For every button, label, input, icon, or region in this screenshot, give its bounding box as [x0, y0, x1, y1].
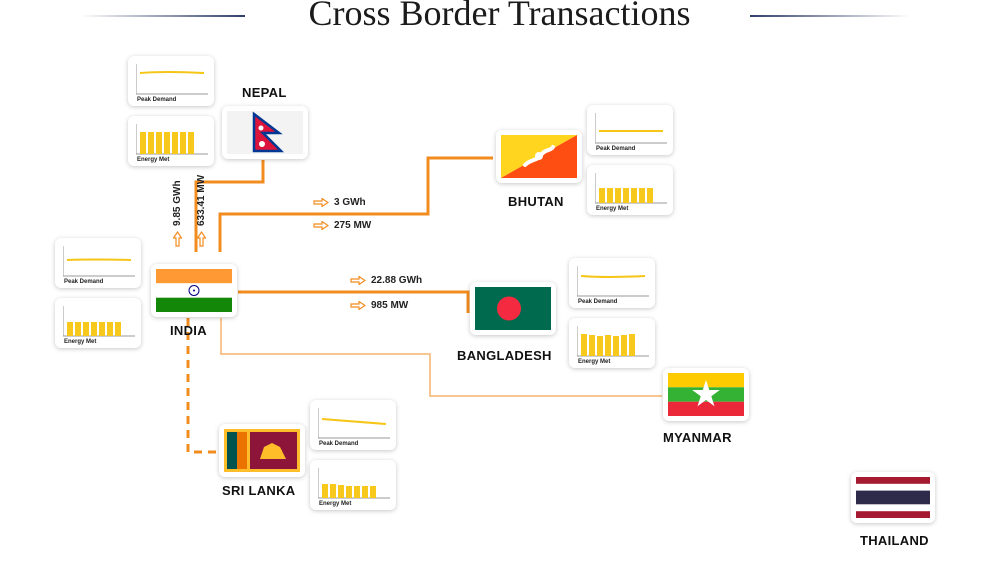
myanmar-flag-card[interactable] — [663, 368, 749, 421]
india-flag-icon — [156, 269, 232, 312]
country-label-bangladesh: BANGLADESH — [457, 348, 552, 363]
nepal-power-flow: 633.41 MW — [196, 175, 207, 247]
arrow-right-icon — [350, 276, 366, 285]
thailand-flag-icon — [856, 477, 930, 518]
bangladesh-power-value: 985 MW — [371, 300, 409, 311]
nepal-peak-demand-label: Peak Demand — [137, 97, 177, 103]
arrow-right-icon — [350, 301, 366, 310]
bhutan-energy-met-chart — [595, 173, 667, 204]
india-peak-demand-card: Peak Demand — [55, 238, 141, 288]
bangladesh-energy-met-chart — [577, 326, 649, 357]
bhutan-flag-card[interactable] — [496, 130, 582, 183]
sri-lanka-energy-met-chart — [318, 468, 390, 499]
connector-sri-lanka — [186, 318, 218, 454]
india-energy-met-label: Energy Met — [64, 339, 97, 345]
india-energy-met-chart — [63, 306, 135, 337]
sri-lanka-energy-met-card: Energy Met — [310, 460, 396, 510]
sri-lanka-flag-icon — [224, 429, 300, 472]
nepal-flag-card[interactable] — [222, 106, 308, 159]
sri-lanka-peak-demand-chart — [318, 408, 390, 439]
bhutan-power-value: 275 MW — [334, 220, 372, 231]
nepal-energy-met-card: Energy Met — [128, 116, 214, 166]
bhutan-flag-icon — [501, 135, 577, 178]
nepal-power-value: 633.41 MW — [196, 174, 207, 226]
sri-lanka-energy-met-label: Energy Met — [319, 501, 352, 507]
country-label-thailand: THAILAND — [860, 533, 929, 548]
bhutan-peak-demand-card: Peak Demand — [587, 105, 673, 155]
india-peak-demand-chart — [63, 246, 135, 277]
page-title: Cross Border Transactions — [308, 0, 691, 33]
bangladesh-energy-met-card: Energy Met — [569, 318, 655, 368]
nepal-energy-flow: 9.85 GWh — [172, 180, 183, 247]
nepal-peak-demand-card: Peak Demand — [128, 56, 214, 106]
bhutan-power-flow: 275 MW — [313, 220, 371, 231]
title-rule-left — [80, 15, 245, 17]
bhutan-energy-met-card: Energy Met — [587, 165, 673, 215]
arrow-right-icon — [197, 231, 206, 247]
bangladesh-energy-value: 22.88 GWh — [371, 275, 423, 286]
bhutan-energy-value: 3 GWh — [334, 197, 366, 208]
nepal-peak-demand-chart — [136, 64, 208, 95]
nepal-energy-met-chart — [136, 124, 208, 155]
sri-lanka-flag-card[interactable] — [219, 424, 305, 477]
india-energy-met-card: Energy Met — [55, 298, 141, 348]
nepal-flag-icon — [227, 111, 303, 154]
arrow-right-icon — [313, 221, 329, 230]
bhutan-energy-met-label: Energy Met — [596, 206, 629, 212]
bhutan-peak-demand-label: Peak Demand — [596, 146, 636, 152]
country-label-bhutan: BHUTAN — [508, 194, 564, 209]
country-label-myanmar: MYANMAR — [663, 430, 732, 445]
bhutan-peak-demand-chart — [595, 113, 667, 144]
india-peak-demand-label: Peak Demand — [64, 279, 104, 285]
thailand-flag-card[interactable] — [851, 472, 935, 523]
country-label-sri-lanka: SRI LANKA — [222, 483, 296, 498]
india-flag-card[interactable] — [151, 264, 237, 317]
sri-lanka-peak-demand-label: Peak Demand — [319, 441, 359, 447]
arrow-right-icon — [313, 198, 329, 207]
bangladesh-energy-flow: 22.88 GWh — [350, 275, 422, 286]
connector-bhutan — [218, 156, 493, 252]
bangladesh-peak-demand-label: Peak Demand — [578, 299, 618, 305]
country-label-nepal: NEPAL — [242, 85, 287, 100]
arrow-right-icon — [173, 231, 182, 247]
connector-nepal — [194, 160, 265, 252]
sri-lanka-peak-demand-card: Peak Demand — [310, 400, 396, 450]
connector-bangladesh — [238, 290, 470, 313]
nepal-energy-met-label: Energy Met — [137, 157, 170, 163]
bhutan-energy-flow: 3 GWh — [313, 197, 366, 208]
title-rule-right — [750, 15, 910, 17]
bangladesh-flag-card[interactable] — [470, 282, 556, 335]
country-label-india: INDIA — [170, 323, 207, 338]
bangladesh-peak-demand-chart — [577, 266, 649, 297]
connector-myanmar — [220, 318, 662, 397]
bangladesh-energy-met-label: Energy Met — [578, 359, 611, 365]
myanmar-flag-icon — [668, 373, 744, 416]
bangladesh-peak-demand-card: Peak Demand — [569, 258, 655, 308]
nepal-energy-value: 9.85 GWh — [172, 180, 183, 226]
bangladesh-flag-icon — [475, 287, 551, 330]
bangladesh-power-flow: 985 MW — [350, 300, 408, 311]
